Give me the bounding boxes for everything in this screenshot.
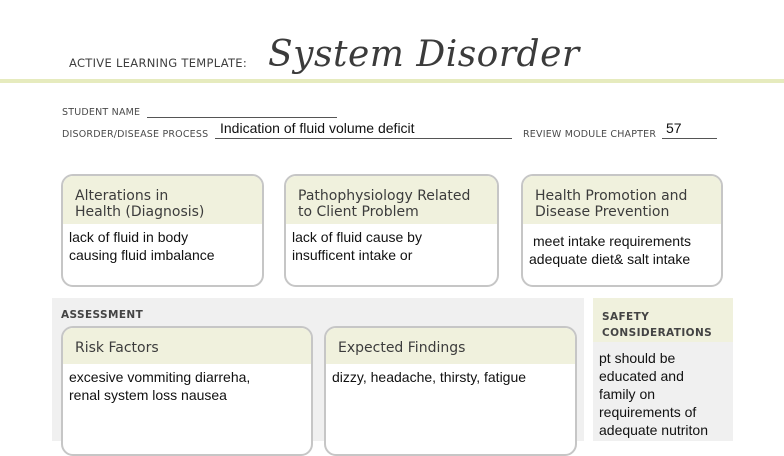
- pathophysiology-title-line1: Pathophysiology Related: [298, 188, 471, 204]
- alterations-title-line1: Alterations in: [75, 188, 169, 204]
- pathophysiology-body-line1: lack of fluid cause by: [292, 229, 422, 245]
- pathophysiology-card: Pathophysiology Related to Client Proble…: [284, 174, 499, 287]
- safety-line: requirements of: [599, 404, 697, 420]
- pathophysiology-body-line2: insufficent intake or: [292, 247, 413, 263]
- health-promotion-body[interactable]: meet intake requirements adequate diet& …: [523, 224, 721, 272]
- alterations-title-line2: Health (Diagnosis): [75, 204, 205, 220]
- chapter-field[interactable]: [662, 138, 717, 139]
- safety-line: family on: [599, 386, 656, 402]
- health-promotion-body-line1: meet intake requirements: [533, 233, 691, 249]
- health-promotion-card-header: Health Promotion and Disease Prevention: [523, 176, 721, 224]
- disorder-value: Indication of fluid volume deficit: [220, 120, 415, 136]
- health-promotion-body-line2: adequate diet& salt intake: [529, 251, 691, 267]
- safety-line: adequate nutriton: [599, 422, 708, 438]
- expected-findings-card-header: Expected Findings: [326, 328, 575, 364]
- risk-factors-body[interactable]: excesive vommiting diarreha, renal syste…: [63, 364, 311, 408]
- safety-body[interactable]: pt should be educated and family on requ…: [599, 349, 729, 439]
- risk-factors-body-line1: excesive vommiting diarreha,: [69, 369, 251, 385]
- expected-findings-card: Expected Findings dizzy, headache, thirs…: [324, 326, 577, 456]
- health-promotion-title-line2: Disease Prevention: [535, 204, 670, 220]
- template-label: ACTIVE LEARNING TEMPLATE:: [69, 56, 248, 70]
- health-promotion-title-line1: Health Promotion and: [535, 188, 688, 204]
- risk-factors-card: Risk Factors excesive vommiting diarreha…: [61, 326, 313, 456]
- risk-factors-title: Risk Factors: [75, 340, 159, 356]
- disorder-field[interactable]: [215, 138, 512, 139]
- expected-findings-title: Expected Findings: [338, 340, 466, 356]
- risk-factors-body-line2: renal system loss nausea: [69, 387, 227, 403]
- alterations-body-line2: causing fluid imbalance: [69, 247, 215, 263]
- safety-label-line2: CONSIDERATIONS: [602, 327, 713, 339]
- safety-line: pt should be: [599, 350, 676, 366]
- pathophysiology-card-header: Pathophysiology Related to Client Proble…: [286, 176, 497, 224]
- expected-findings-body-line1: dizzy, headache, thirsty, fatigue: [332, 369, 527, 385]
- assessment-label: ASSESSMENT: [61, 309, 144, 321]
- health-promotion-card: Health Promotion and Disease Prevention …: [521, 174, 723, 287]
- safety-label-line1: SAFETY: [602, 311, 650, 323]
- page-title: System Disorder: [268, 34, 580, 75]
- student-name-label: STUDENT NAME: [62, 107, 141, 118]
- header-divider: [0, 79, 784, 83]
- pathophysiology-title-line2: to Client Problem: [298, 204, 419, 220]
- alterations-card: Alterations in Health (Diagnosis) lack o…: [61, 174, 264, 287]
- safety-line: educated and: [599, 368, 684, 384]
- risk-factors-card-header: Risk Factors: [63, 328, 311, 364]
- chapter-label: REVIEW MODULE CHAPTER: [523, 129, 657, 140]
- alterations-body-line1: lack of fluid in body: [69, 229, 189, 245]
- alterations-body[interactable]: lack of fluid in body causing fluid imba…: [63, 224, 262, 268]
- expected-findings-body[interactable]: dizzy, headache, thirsty, fatigue: [326, 364, 575, 390]
- disorder-label: DISORDER/DISEASE PROCESS: [62, 129, 209, 140]
- alterations-card-header: Alterations in Health (Diagnosis): [63, 176, 262, 224]
- student-name-field[interactable]: [147, 117, 337, 118]
- chapter-value: 57: [666, 120, 682, 136]
- safety-header: [593, 298, 733, 342]
- pathophysiology-body[interactable]: lack of fluid cause by insufficent intak…: [286, 224, 497, 268]
- safety-label: SAFETY CONSIDERATIONS: [602, 309, 712, 341]
